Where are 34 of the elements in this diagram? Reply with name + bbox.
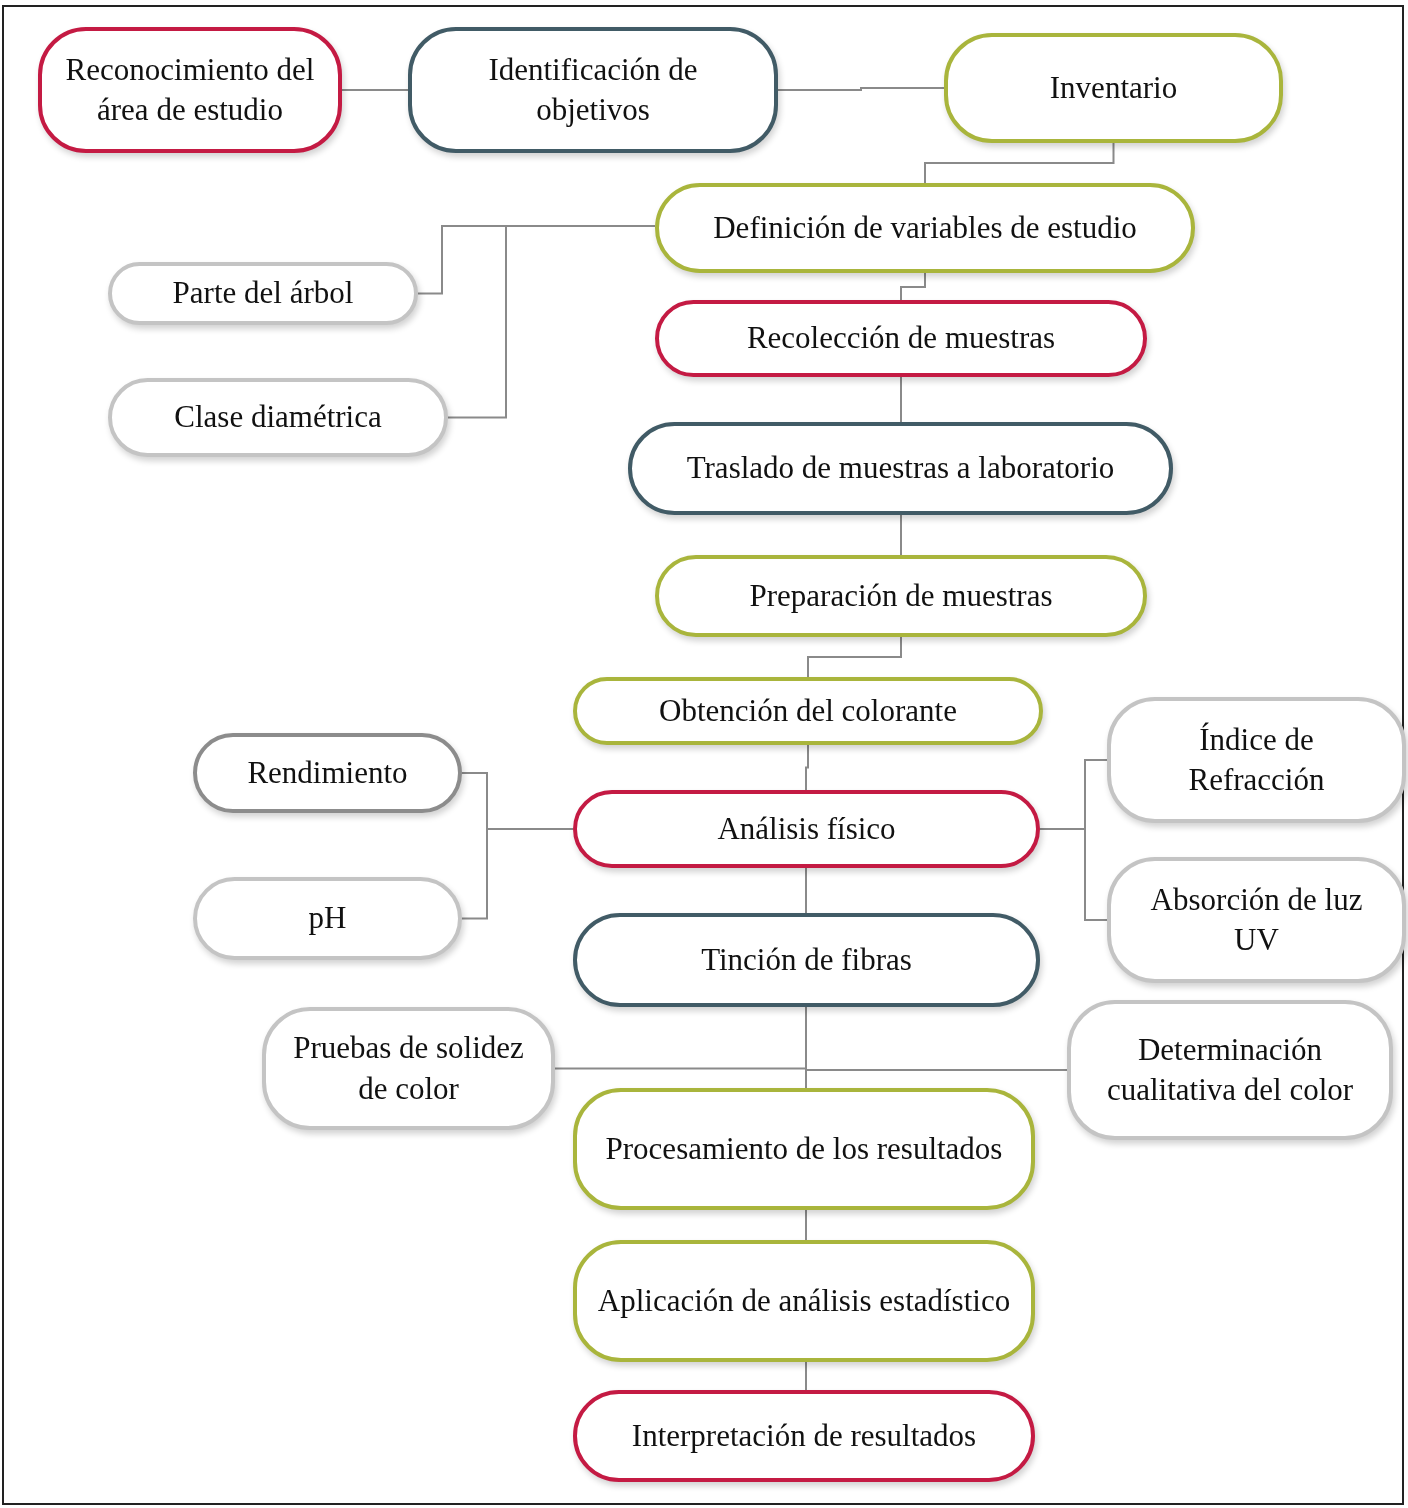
- process-box: Análisis físico: [573, 790, 1040, 868]
- process-box: Preparación de muestras: [655, 555, 1147, 637]
- process-box: Pruebas de solidez de color: [262, 1007, 555, 1130]
- connector-line: [805, 1209, 807, 1241]
- process-box: Traslado de muestras a laboratorio: [628, 422, 1173, 515]
- process-box: Tinción de fibras: [573, 913, 1040, 1007]
- process-box: Absorción de luz UV: [1107, 857, 1406, 983]
- process-box: Identificación de objetivos: [408, 27, 778, 153]
- process-box: Obtención del colorante: [573, 677, 1043, 745]
- connector-line: [805, 867, 807, 914]
- process-box: Aplicación de análisis estadístico: [573, 1240, 1035, 1362]
- process-box: Rendimiento: [193, 733, 462, 813]
- connector-line: [900, 514, 902, 556]
- process-box: Recolección de muestras: [655, 300, 1147, 377]
- connector-line: [341, 89, 409, 91]
- connector-line: [805, 744, 809, 791]
- connector-line: [924, 142, 1115, 184]
- connector-line: [900, 272, 926, 301]
- process-box: pH: [193, 877, 462, 960]
- connector-line: [805, 1006, 807, 1089]
- process-box: Interpretación de resultados: [573, 1390, 1035, 1482]
- process-box: Índice de Refracción: [1107, 697, 1406, 823]
- process-box: Reconocimiento del área de estudio: [38, 27, 342, 153]
- process-box: Inventario: [944, 33, 1283, 143]
- process-box: Clase diamétrica: [108, 378, 448, 457]
- connector-line: [900, 376, 902, 423]
- connector-line: [1039, 828, 1108, 921]
- process-box: Parte del árbol: [108, 262, 418, 325]
- process-box: Determinación cualitativa del color: [1067, 1000, 1393, 1140]
- process-box: Procesamiento de los resultados: [573, 1088, 1035, 1210]
- connector-line: [805, 1361, 807, 1391]
- process-box: Definición de variables de estudio: [655, 183, 1195, 273]
- connector-line: [807, 636, 902, 678]
- connector-line: [777, 87, 945, 91]
